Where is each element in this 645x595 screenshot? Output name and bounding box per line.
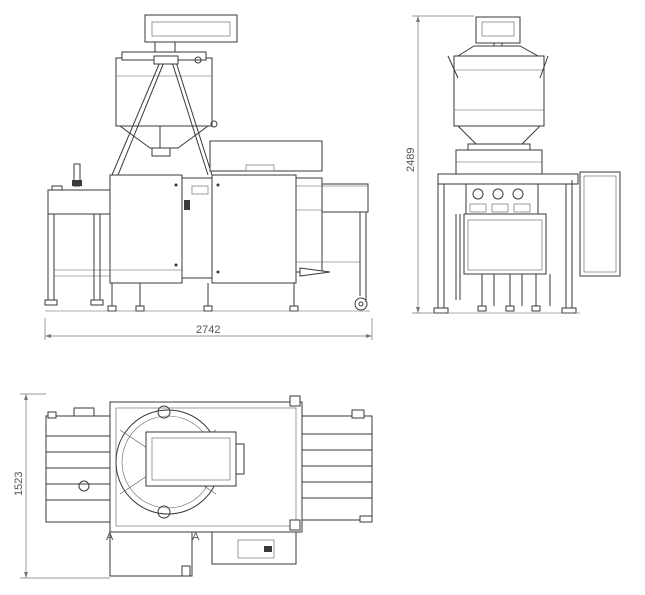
side-cabinet bbox=[463, 213, 547, 275]
front-cabinet-left bbox=[109, 174, 183, 284]
top-depth-dimension: 1523 bbox=[13, 393, 110, 579]
side-view bbox=[432, 16, 621, 314]
side-hopper-lid bbox=[456, 45, 540, 57]
front-width-label: 2742 bbox=[196, 324, 220, 336]
section-mark-left: A bbox=[106, 531, 114, 543]
side-control-box bbox=[475, 16, 521, 44]
side-control-panel bbox=[579, 171, 621, 277]
top-right-conveyors bbox=[301, 415, 373, 521]
top-depth-label: 1523 bbox=[13, 472, 25, 496]
front-hopper-cone bbox=[118, 125, 210, 149]
top-control-panel bbox=[211, 531, 297, 565]
top-left-conveyors bbox=[45, 415, 111, 523]
front-left-platform bbox=[47, 189, 111, 215]
front-right-platform bbox=[321, 183, 369, 213]
front-rear-housing bbox=[209, 140, 323, 172]
front-cabinet-right bbox=[211, 174, 297, 284]
caster-wheel bbox=[354, 297, 368, 311]
side-hopper bbox=[453, 55, 545, 127]
side-height-label: 2489 bbox=[405, 148, 417, 172]
front-width-dimension: 2742 bbox=[44, 318, 373, 340]
top-lower-cabinet bbox=[109, 531, 193, 577]
side-top-frame bbox=[437, 173, 579, 185]
front-view bbox=[44, 14, 370, 312]
side-height-dimension: 2489 bbox=[405, 15, 474, 314]
top-view: A A bbox=[45, 395, 373, 577]
top-hopper-box bbox=[145, 431, 237, 487]
front-control-box bbox=[144, 14, 238, 43]
front-hopper bbox=[115, 57, 213, 127]
section-mark-right: A bbox=[192, 531, 200, 543]
